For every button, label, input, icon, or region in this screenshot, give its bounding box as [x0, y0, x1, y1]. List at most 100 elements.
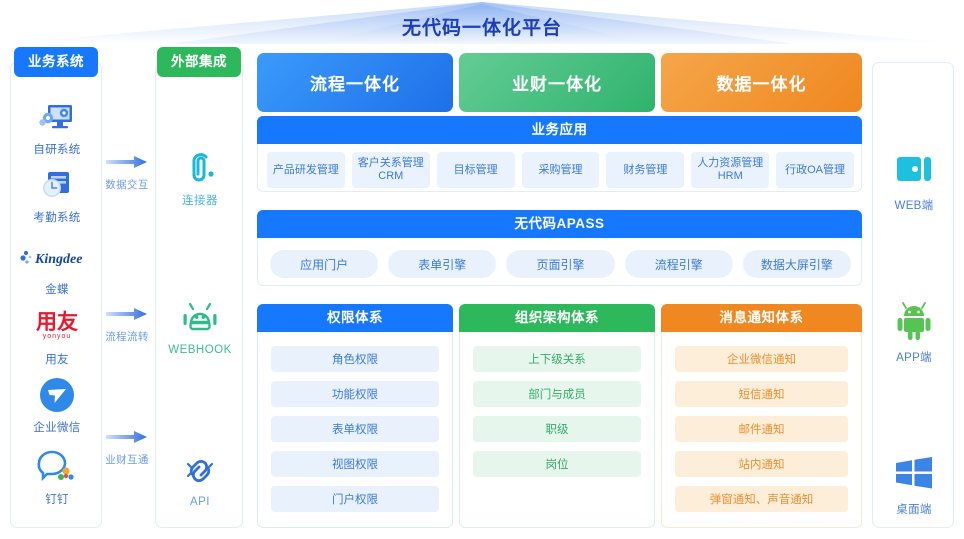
- flow-arrow-label: 数据交互: [105, 179, 149, 191]
- monitor-gear-icon: [11, 99, 103, 137]
- business-app-chip[interactable]: 目标管理: [436, 152, 515, 188]
- business-app-chip[interactable]: 行政OA管理: [776, 152, 855, 188]
- kingdee-logo-icon: Kingdee: [11, 239, 103, 277]
- business-app-chip[interactable]: 人力资源管理HRM: [691, 152, 770, 188]
- apass-engine-pill[interactable]: 应用门户: [270, 250, 379, 278]
- apass-engine-pill[interactable]: 数据大屏引擎: [742, 250, 852, 278]
- business-system-label: 用友: [45, 354, 69, 366]
- org-structure-item[interactable]: 岗位: [473, 451, 641, 477]
- permission-item[interactable]: 门户权限: [271, 486, 439, 512]
- permission-system-panel: 权限体系 角色权限 功能权限 表单权限 视图权限 门户权限: [257, 304, 453, 528]
- integration-item-webhook[interactable]: WEBHOOK: [156, 299, 244, 356]
- business-system-item[interactable]: 考勤系统: [11, 167, 103, 225]
- pillar-data-integration[interactable]: 数据一体化: [661, 53, 862, 112]
- browser-window-icon: [873, 147, 955, 191]
- notification-list: 企业微信通知 短信通知 邮件通知 站内通知 弹窗通知、声音通知: [662, 335, 861, 523]
- flow-arrow: 数据交互: [92, 154, 162, 192]
- client-platform-label: 桌面端: [896, 504, 932, 516]
- external-integration-panel: 外部集成 连接器: [155, 47, 244, 528]
- flow-arrow: 流程流转: [92, 306, 162, 344]
- permission-item[interactable]: 视图权限: [271, 451, 439, 477]
- notification-system-title: 消息通知体系: [661, 304, 862, 332]
- permission-system-title: 权限体系: [257, 304, 453, 332]
- business-system-item[interactable]: Kingdee 金蝶: [11, 239, 103, 297]
- arrow-right-icon: [106, 308, 147, 320]
- org-structure-item[interactable]: 职级: [473, 416, 641, 442]
- client-platform-label: APP端: [896, 352, 932, 364]
- windows-logo-icon: [873, 451, 955, 495]
- business-system-label: 钉钉: [45, 494, 69, 506]
- integration-item-label: 连接器: [182, 195, 218, 207]
- wecom-logo-icon: [11, 375, 103, 415]
- business-system-item[interactable]: 用友 yonyou 用友: [11, 303, 103, 367]
- notification-item[interactable]: 短信通知: [675, 381, 848, 407]
- integration-item-connector[interactable]: 连接器: [156, 147, 244, 208]
- integration-item-api[interactable]: API: [156, 451, 244, 508]
- notification-item[interactable]: 站内通知: [675, 451, 848, 477]
- svg-text:yonyou: yonyou: [43, 333, 72, 340]
- api-plug-icon: [156, 451, 244, 491]
- business-systems-panel: 业务系统 自研系统: [10, 47, 103, 528]
- integration-item-label: API: [189, 496, 211, 508]
- business-system-label: 自研系统: [33, 144, 81, 156]
- arrow-right-icon: [106, 156, 147, 168]
- notification-item[interactable]: 邮件通知: [675, 416, 848, 442]
- notification-item[interactable]: 弹窗通知、声音通知: [675, 486, 848, 512]
- flow-arrow-label: 流程流转: [105, 331, 149, 343]
- svg-text:用友: 用友: [36, 310, 78, 334]
- external-integration-header: 外部集成: [157, 47, 241, 77]
- client-platform-desktop[interactable]: 桌面端: [873, 451, 955, 517]
- business-app-chip[interactable]: 产品研发管理: [267, 152, 345, 188]
- flow-arrow-label: 业财互通: [105, 454, 149, 466]
- client-platform-app[interactable]: APP端: [873, 299, 955, 365]
- integration-item-label: WEBHOOK: [168, 344, 232, 356]
- business-systems-header: 业务系统: [14, 47, 98, 77]
- permission-item[interactable]: 功能权限: [271, 381, 439, 407]
- pillar-process-integration[interactable]: 流程一体化: [257, 53, 453, 112]
- connector-link-icon: [156, 147, 244, 187]
- notification-item[interactable]: 企业微信通知: [675, 346, 848, 372]
- business-system-item[interactable]: 钉钉: [11, 447, 103, 507]
- business-system-label: 企业微信: [33, 422, 81, 434]
- dingtalk-logo-icon: [11, 447, 103, 487]
- flow-arrow: 业财互通: [92, 429, 162, 467]
- permission-item[interactable]: 表单权限: [271, 416, 439, 442]
- permission-system-list: 角色权限 功能权限 表单权限 视图权限 门户权限: [258, 335, 452, 523]
- business-applications-section: 业务应用 产品研发管理 客户关系管理CRM 目标管理 采购管理 财务管理 人力资…: [257, 116, 862, 192]
- pillar-business-finance-integration[interactable]: 业财一体化: [459, 53, 655, 112]
- org-structure-item[interactable]: 上下级关系: [473, 346, 641, 372]
- business-system-item[interactable]: 企业微信: [11, 375, 103, 435]
- org-structure-system-title: 组织架构体系: [459, 304, 655, 332]
- roof-banner: 无代码一体化平台: [0, 0, 964, 46]
- yonyou-logo-icon: 用友 yonyou: [11, 303, 103, 347]
- business-app-chip[interactable]: 采购管理: [521, 152, 600, 188]
- webhook-robot-icon: [156, 299, 244, 339]
- business-app-chip[interactable]: 财务管理: [606, 152, 685, 188]
- org-structure-item[interactable]: 部门与成员: [473, 381, 641, 407]
- business-applications-list: 产品研发管理 客户关系管理CRM 目标管理 采购管理 财务管理 人力资源管理HR…: [258, 147, 863, 193]
- business-system-label: 金蝶: [45, 284, 69, 296]
- apass-title: 无代码APASS: [257, 210, 862, 238]
- roof-shape: [0, 2, 964, 44]
- org-structure-list: 上下级关系 部门与成员 职级 岗位: [460, 335, 654, 488]
- apass-engine-list: 应用门户 表单引擎 页面引擎 流程引擎 数据大屏引擎: [258, 241, 863, 287]
- arrow-right-icon: [106, 431, 147, 443]
- business-system-label: 考勤系统: [33, 212, 81, 224]
- client-platform-web[interactable]: WEB端: [873, 147, 955, 213]
- android-robot-icon: [873, 299, 955, 343]
- business-app-chip[interactable]: 客户关系管理CRM: [351, 152, 430, 188]
- svg-text:Kingdee: Kingdee: [34, 252, 82, 267]
- apass-engine-pill[interactable]: 页面引擎: [506, 250, 615, 278]
- apass-engine-pill[interactable]: 流程引擎: [624, 250, 733, 278]
- permission-item[interactable]: 角色权限: [271, 346, 439, 372]
- apass-section: 无代码APASS 应用门户 表单引擎 页面引擎 流程引擎 数据大屏引擎: [257, 210, 862, 286]
- notification-system-panel: 消息通知体系 企业微信通知 短信通知 邮件通知 站内通知 弹窗通知、声音通知: [661, 304, 862, 528]
- apass-engine-pill[interactable]: 表单引擎: [388, 250, 497, 278]
- org-structure-system-panel: 组织架构体系 上下级关系 部门与成员 职级 岗位: [459, 304, 655, 528]
- business-applications-title: 业务应用: [257, 116, 862, 144]
- clock-calendar-icon: [11, 167, 103, 205]
- client-platform-label: WEB端: [894, 200, 934, 212]
- business-system-item[interactable]: 自研系统: [11, 99, 103, 157]
- page-title: 无代码一体化平台: [401, 18, 562, 39]
